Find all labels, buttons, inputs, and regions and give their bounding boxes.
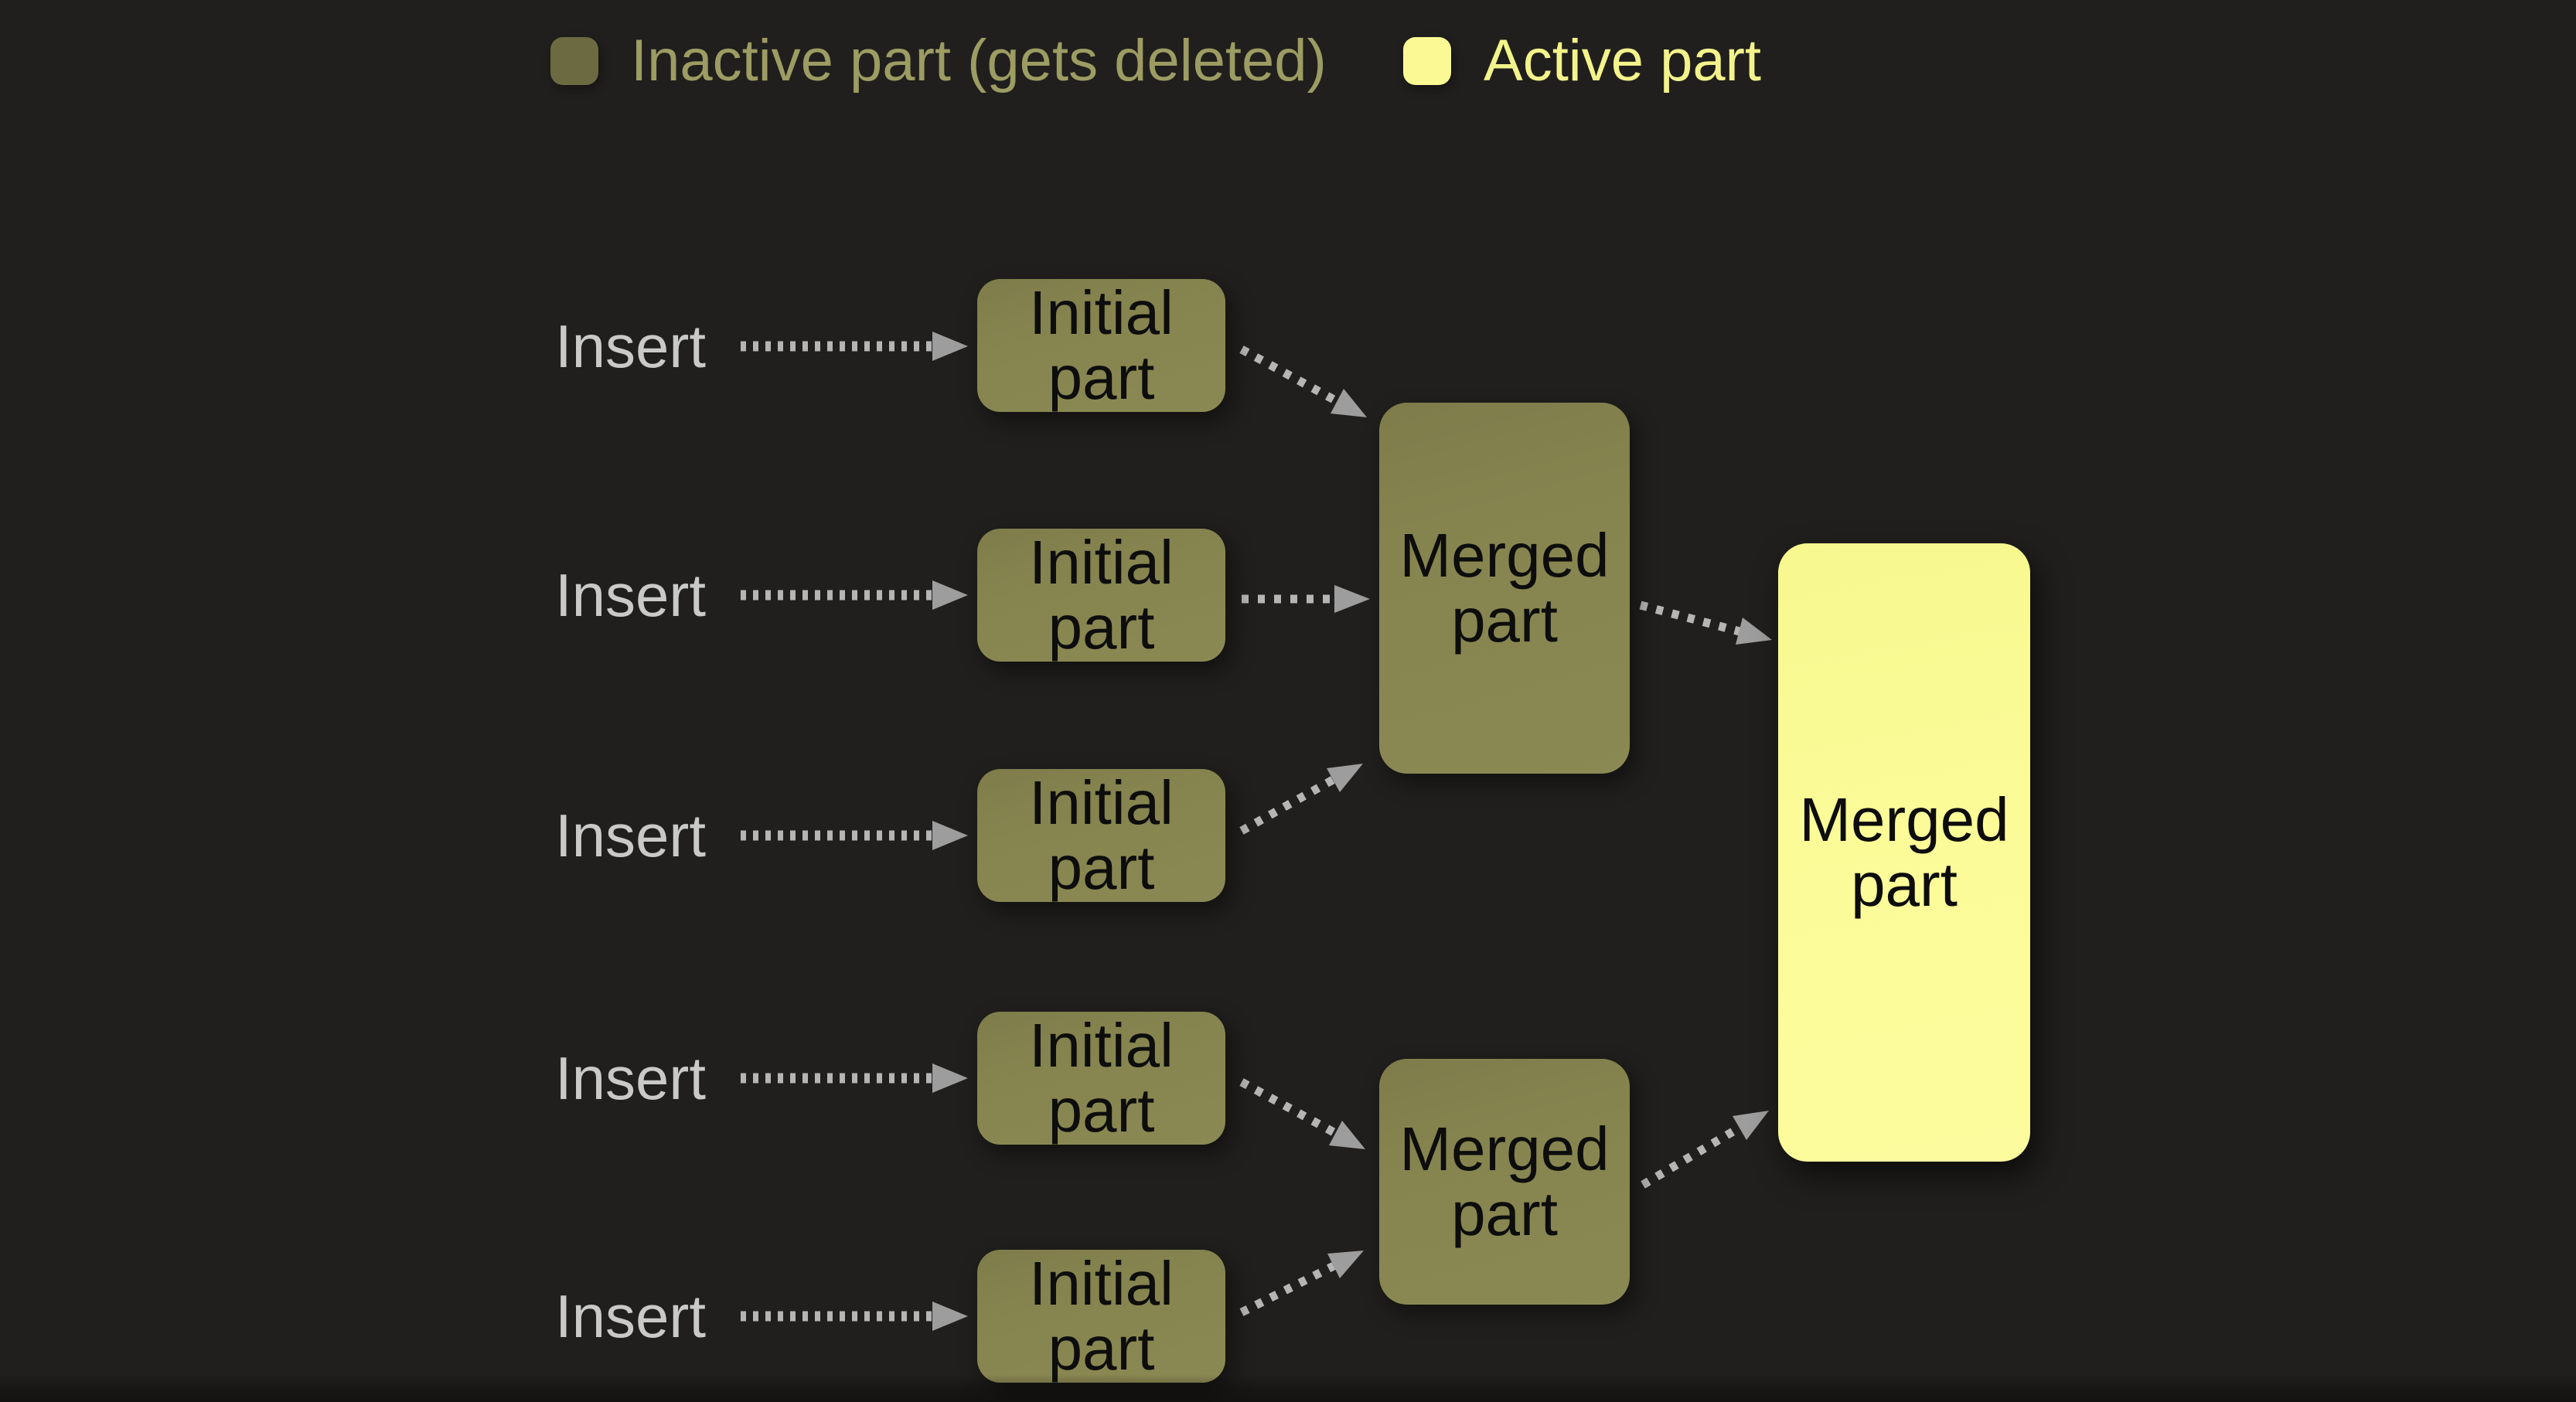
initial-part-box-1: Initial part — [977, 279, 1225, 412]
box-label-line: part — [1048, 833, 1155, 902]
insert-label-4: Insert — [555, 1044, 707, 1112]
box-label-line: part — [1851, 850, 1958, 919]
insert-arrow-2 — [741, 580, 968, 610]
merge-arrow-line — [1239, 1262, 1336, 1316]
legend-item-inactive: Inactive part (gets deleted) — [550, 32, 1327, 90]
bottom-shade — [0, 1374, 2576, 1402]
legend-inactive-label: Inactive part (gets deleted) — [631, 28, 1327, 94]
merge-arrow-2 — [1242, 585, 1370, 613]
arrowhead-icon — [932, 580, 968, 610]
box-label-line: Initial — [1029, 1249, 1174, 1318]
arrowhead-icon — [932, 821, 968, 850]
box-label-line: Initial — [1029, 768, 1174, 837]
merge-arrow-line — [1239, 1078, 1337, 1137]
box-label-line: part — [1451, 1179, 1558, 1248]
initial-part-box-2: Initial part — [977, 529, 1225, 662]
active-merged-part-box: Merged part — [1778, 543, 2030, 1162]
arrowhead-icon — [1327, 764, 1363, 792]
initial-part-box-3: Initial part — [977, 769, 1225, 902]
box-label-line: part — [1451, 586, 1558, 655]
merge-arrow-4 — [1639, 601, 1772, 645]
merge-arrow-line — [1639, 601, 1741, 636]
arrowhead-icon — [1331, 389, 1367, 417]
box-label-line: Initial — [1029, 528, 1174, 597]
arrowhead-icon — [932, 332, 968, 361]
insert-label-2: Insert — [555, 561, 707, 629]
box-label-line: Merged — [1799, 785, 2009, 854]
box-label-line: Merged — [1399, 1114, 1610, 1183]
initial-part-box-4: Initial part — [977, 1012, 1225, 1145]
arrowhead-icon — [1733, 1111, 1769, 1140]
box-label-line: Initial — [1029, 278, 1174, 347]
arrowhead-icon — [1736, 618, 1772, 645]
merge-arrow-line — [1641, 1124, 1742, 1189]
merge-arrow-3 — [1239, 764, 1363, 835]
insert-arrow-4 — [741, 1063, 968, 1093]
box-label-line: Merged — [1399, 521, 1610, 590]
merge-arrow-7 — [1641, 1111, 1769, 1189]
insert-arrow-3 — [741, 821, 968, 850]
legend-active-label: Active part — [1484, 28, 1762, 94]
box-label-line: part — [1048, 1314, 1155, 1383]
merge-arrow-line — [1239, 345, 1339, 405]
active-part-swatch-icon — [1403, 37, 1451, 85]
merged-part-box-2: Merged part — [1379, 1059, 1630, 1305]
insert-label-3: Insert — [555, 801, 707, 869]
arrowhead-icon — [932, 1063, 968, 1093]
merged-part-box-1: Merged part — [1379, 403, 1630, 774]
merge-arrow-1 — [1239, 345, 1367, 417]
insert-arrow-5 — [741, 1302, 968, 1331]
arrowhead-icon — [1327, 1251, 1364, 1278]
box-label-line: part — [1048, 1076, 1155, 1145]
insert-arrow-1 — [741, 332, 968, 361]
insert-label-1: Insert — [555, 312, 707, 380]
arrowhead-icon — [1334, 585, 1370, 613]
insert-label-5: Insert — [555, 1282, 707, 1350]
inactive-part-swatch-icon — [550, 37, 598, 85]
box-label-line: part — [1048, 593, 1155, 662]
arrowhead-icon — [932, 1302, 968, 1331]
merge-arrow-line — [1239, 776, 1335, 835]
arrowhead-icon — [1329, 1121, 1365, 1149]
box-label-line: Initial — [1029, 1011, 1174, 1080]
merge-arrow-5 — [1239, 1078, 1365, 1149]
merge-arrow-6 — [1239, 1251, 1364, 1316]
legend-item-active: Active part — [1403, 32, 1761, 90]
initial-part-box-5: Initial part — [977, 1250, 1225, 1383]
box-label-line: part — [1048, 343, 1155, 412]
